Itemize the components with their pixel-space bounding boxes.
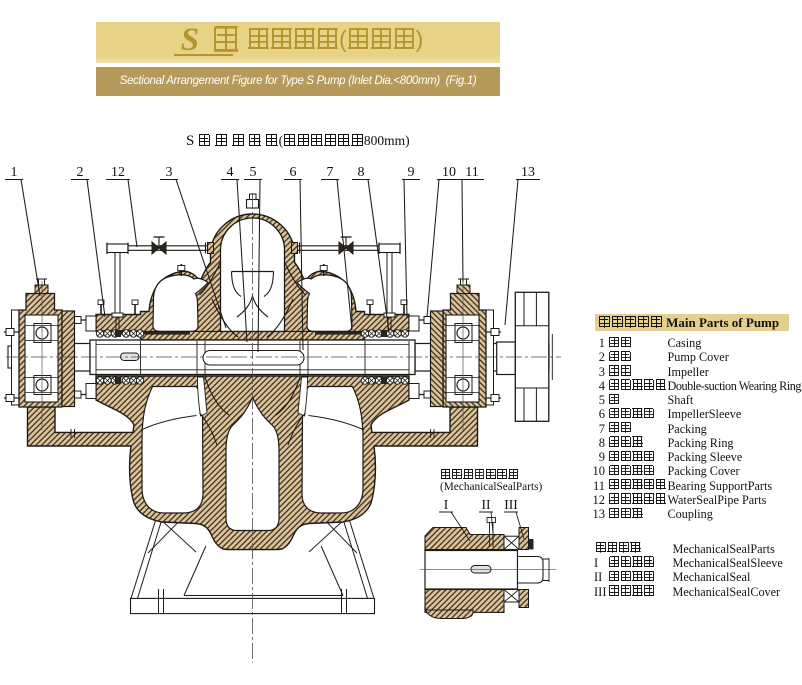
svg-text:6: 6: [290, 165, 297, 180]
svg-text:12: 12: [111, 165, 125, 180]
svg-text:13: 13: [521, 165, 535, 180]
svg-text:4: 4: [227, 165, 234, 180]
svg-text:7: 7: [327, 165, 334, 180]
svg-text:11: 11: [465, 165, 478, 180]
svg-text:10: 10: [442, 165, 456, 180]
svg-text:II: II: [482, 497, 491, 512]
svg-text:1: 1: [11, 165, 18, 180]
svg-text:2: 2: [77, 165, 84, 180]
svg-text:3: 3: [166, 165, 173, 180]
svg-text:I: I: [444, 497, 449, 512]
svg-text:9: 9: [408, 165, 415, 180]
svg-text:8: 8: [358, 165, 365, 180]
svg-text:III: III: [504, 497, 518, 512]
svg-text:5: 5: [250, 165, 257, 180]
